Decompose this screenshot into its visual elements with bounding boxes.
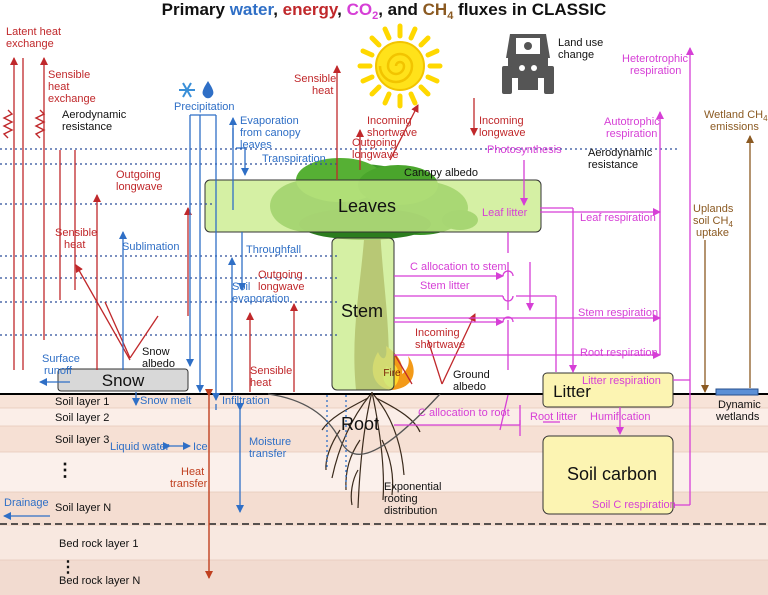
label-stem-respiration: Stem respiration (578, 307, 658, 319)
label-snow-melt: Snow melt (140, 395, 191, 407)
title-sep: , (337, 0, 346, 19)
bedrock-layer-n-band (0, 560, 768, 595)
methane-arrows (701, 135, 754, 393)
pool-litter: Litter (553, 382, 591, 401)
label-sublimation: Sublimation (122, 241, 179, 253)
title-energy: energy (283, 0, 339, 19)
leaves-box (204, 179, 542, 233)
water-droplet-icon (202, 81, 214, 99)
bedrock-layer-ellipsis: ⋮ (60, 559, 76, 576)
pool-leaves: Leaves (338, 196, 396, 216)
label-transpiration: Transpiration (262, 153, 326, 165)
water-dotted-flows (326, 395, 347, 490)
label-root-respiration: Root respiration (580, 347, 658, 359)
soil-layer-n-label: Soil layer N (55, 502, 111, 514)
label-infiltration: Infiltration (222, 395, 270, 407)
label-ice: Ice (193, 441, 208, 453)
title-prefix: Primary (162, 0, 230, 19)
title-sep: , (273, 0, 282, 19)
bedrock-layer-n-label: Bed rock layer N (59, 575, 140, 587)
snowflake-icon (179, 82, 195, 98)
label-c-allocation-root: C allocation to root (418, 407, 510, 419)
bedrock-layer-1-label: Bed rock layer 1 (59, 538, 138, 550)
soil-layer-2-band (0, 408, 768, 426)
title-co2: CO (347, 0, 373, 19)
pool-soil-carbon: Soil carbon (567, 464, 657, 484)
soil-carbon-box (542, 435, 674, 515)
label-leaf-respiration: Leaf respiration (580, 212, 656, 224)
bedrock-layer-1-band (0, 526, 768, 560)
litter-box (542, 372, 674, 408)
rooting-distribution-curve (267, 393, 441, 455)
title-sep: , and (378, 0, 422, 19)
title-ch4-subscript: 4 (447, 10, 454, 22)
sun-icon (357, 23, 443, 109)
soil-layer-ellipsis: ⋮ (56, 460, 74, 480)
label-canopy-albedo: Canopy albedo (404, 167, 478, 179)
stem-box (331, 237, 395, 391)
pool-snow: Snow (102, 371, 145, 390)
label-drainage: Drainage (4, 497, 49, 509)
label-leaf-litter: Leaf litter (482, 207, 528, 219)
soil-layer-1-label: Soil layer 1 (55, 396, 109, 408)
carbon-junction-bumps (502, 270, 514, 323)
label-litter-respiration: Litter respiration (582, 375, 661, 387)
label-precipitation: Precipitation (174, 101, 235, 113)
resistor-symbol (2, 109, 46, 139)
label-liquid-water: Liquid water (110, 441, 170, 453)
title-ch4: CH (423, 0, 448, 19)
soil-layer-2-label: Soil layer 2 (55, 412, 109, 424)
label-humification: Humification (590, 411, 651, 423)
carbon-arrows (394, 47, 694, 506)
aerodynamic-resistance-lines (0, 148, 680, 336)
label-soil-c-respiration: Soil C respiration (592, 499, 676, 511)
wetland-icon (715, 388, 759, 396)
label-c-allocation-stem: C allocation to stem (410, 261, 507, 273)
energy-arrows (10, 57, 478, 392)
title-water: water (229, 0, 275, 19)
soil-layer-3-label: Soil layer 3 (55, 434, 109, 446)
label-photosynthesis: Photosynthesis (487, 144, 562, 156)
label-root-litter: Root litter (530, 411, 577, 423)
pool-fire: Fire (383, 368, 401, 379)
pool-root: Root (341, 414, 379, 434)
title-suffix: fluxes in CLASSIC (453, 0, 606, 19)
page-title: Primary water, energy, CO2, and CH4 flux… (162, 0, 607, 22)
water-arrows (3, 114, 249, 520)
label-stem-litter: Stem litter (420, 280, 470, 292)
title-co2-subscript: 2 (372, 10, 378, 22)
label-throughfall: Throughfall (246, 244, 301, 256)
tractor-icon (502, 34, 554, 94)
pool-stem: Stem (341, 301, 383, 321)
